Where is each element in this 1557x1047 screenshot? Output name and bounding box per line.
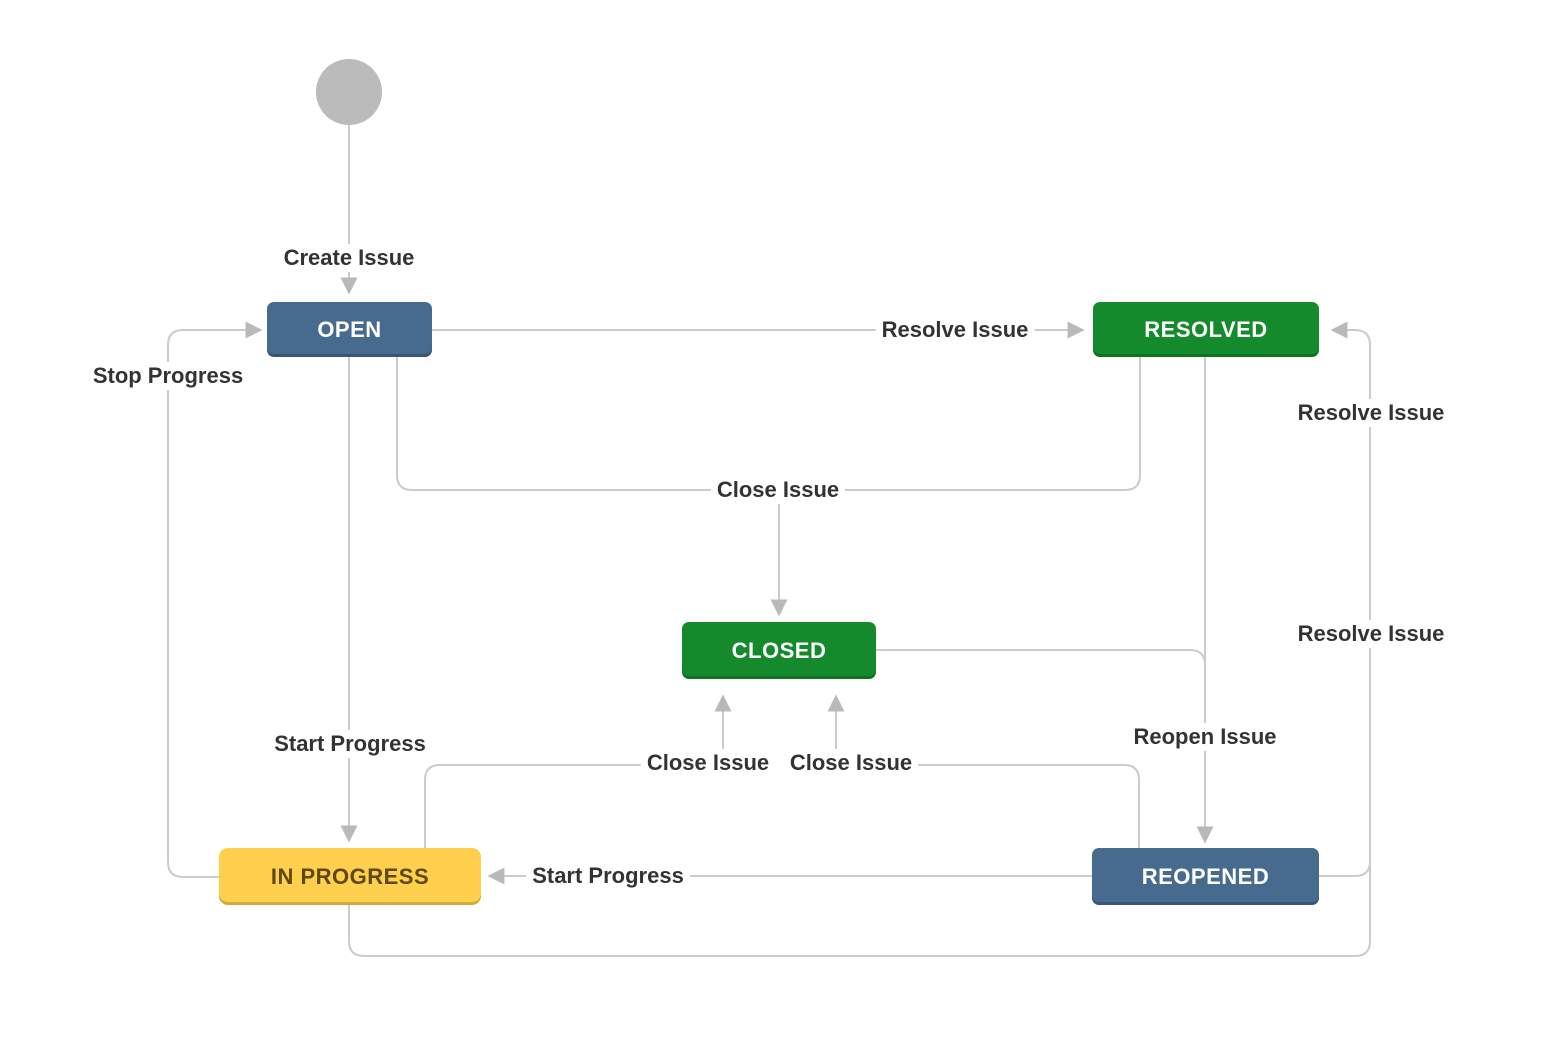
edge-resolve-from-reopened	[1319, 860, 1371, 877]
node-in-progress[interactable]: IN PROGRESS	[219, 848, 481, 905]
transition-label-close-issue-in-progress: Close Issue	[640, 749, 776, 777]
edge-stop-progress	[167, 321, 263, 878]
transition-label-resolve-issue-reopened: Resolve Issue	[1291, 399, 1451, 427]
transition-label-start-progress-reopened: Start Progress	[526, 862, 690, 890]
transition-label-resolve-issue-in-progress: Resolve Issue	[1291, 620, 1451, 648]
edge-close-from-reopened	[827, 694, 1140, 848]
node-resolved[interactable]: RESOLVED	[1093, 302, 1319, 357]
edge-reopen-from-closed	[876, 649, 1206, 666]
transition-label-stop-progress: Stop Progress	[86, 362, 250, 390]
node-open[interactable]: OPEN	[267, 302, 432, 357]
start-node-circle	[316, 59, 382, 125]
transition-label-reopen-issue: Reopen Issue	[1127, 723, 1283, 751]
node-closed[interactable]: CLOSED	[682, 622, 876, 679]
node-reopened[interactable]: REOPENED	[1092, 848, 1319, 905]
transition-label-resolve-issue-open: Resolve Issue	[875, 316, 1035, 344]
transition-label-close-issue-reopened: Close Issue	[783, 749, 919, 777]
edge-close-issue-rail	[396, 357, 1141, 491]
edge-close-from-in-progress	[424, 694, 732, 848]
transition-label-create-issue: Create Issue	[277, 244, 421, 272]
transition-label-close-issue-main: Close Issue	[710, 476, 846, 504]
edge-resolve-from-in-progress	[348, 321, 1371, 957]
transition-label-start-progress-open: Start Progress	[268, 730, 432, 758]
